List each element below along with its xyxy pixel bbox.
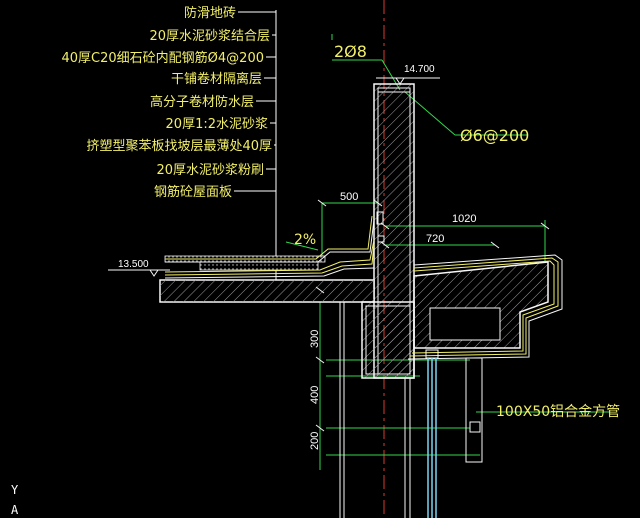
dim-720: 720 <box>426 233 444 245</box>
label-layer-5: 高分子卷材防水层 <box>150 94 254 110</box>
stirrup-label: Ø6@200 <box>460 126 529 145</box>
top-rebar-label: 2Ø8 <box>334 42 367 61</box>
elevation-roof: 13.500 <box>118 259 149 270</box>
label-layer-3: 40厚C20细石砼内配钢筋Ø4@200 <box>62 50 264 66</box>
edge-beam <box>361 301 415 379</box>
dimension-ticks <box>315 199 550 432</box>
dim-400: 400 <box>309 386 321 404</box>
tube-label: 100X50铝合金方管 <box>496 404 620 420</box>
roof-slab <box>159 279 375 303</box>
dim-1020: 1020 <box>452 213 476 225</box>
label-leader-group <box>234 10 277 295</box>
label-layer-2: 20厚水泥砂浆结合层 <box>149 29 270 44</box>
canopy-layers <box>407 254 563 360</box>
column-lines <box>339 302 411 518</box>
canopy-slab <box>413 261 549 349</box>
layer-labels: 防滑地砖 20厚水泥砂浆结合层 40厚C20细石砼内配钢筋Ø4@200 干铺卷材… <box>62 5 272 200</box>
elevation-top: 14.700 <box>404 64 435 75</box>
label-layer-7: 挤塑型聚苯板找坡层最薄处40厚 <box>86 139 272 154</box>
slope-label: 2% <box>294 232 316 248</box>
roof-layers <box>164 211 385 279</box>
label-layer-6: 20厚1:2水泥砂浆 <box>166 117 268 132</box>
label-layer-9: 钢筋砼屋面板 <box>154 184 232 200</box>
dim-300: 300 <box>309 330 321 348</box>
label-layer-8: 20厚水泥砂浆粉刷 <box>156 163 264 178</box>
ucs-icon: Y A <box>11 483 19 517</box>
ucs-y-label: Y <box>11 483 19 497</box>
elevation-marks <box>108 77 440 277</box>
dim-500: 500 <box>340 191 358 203</box>
dim-200: 200 <box>309 432 321 450</box>
label-layer-4: 干铺卷材隔离层 <box>171 71 262 87</box>
aluminium-tube <box>425 349 483 518</box>
ucs-x-label: A <box>11 503 19 517</box>
label-layer-1: 防滑地砖 <box>184 5 236 21</box>
